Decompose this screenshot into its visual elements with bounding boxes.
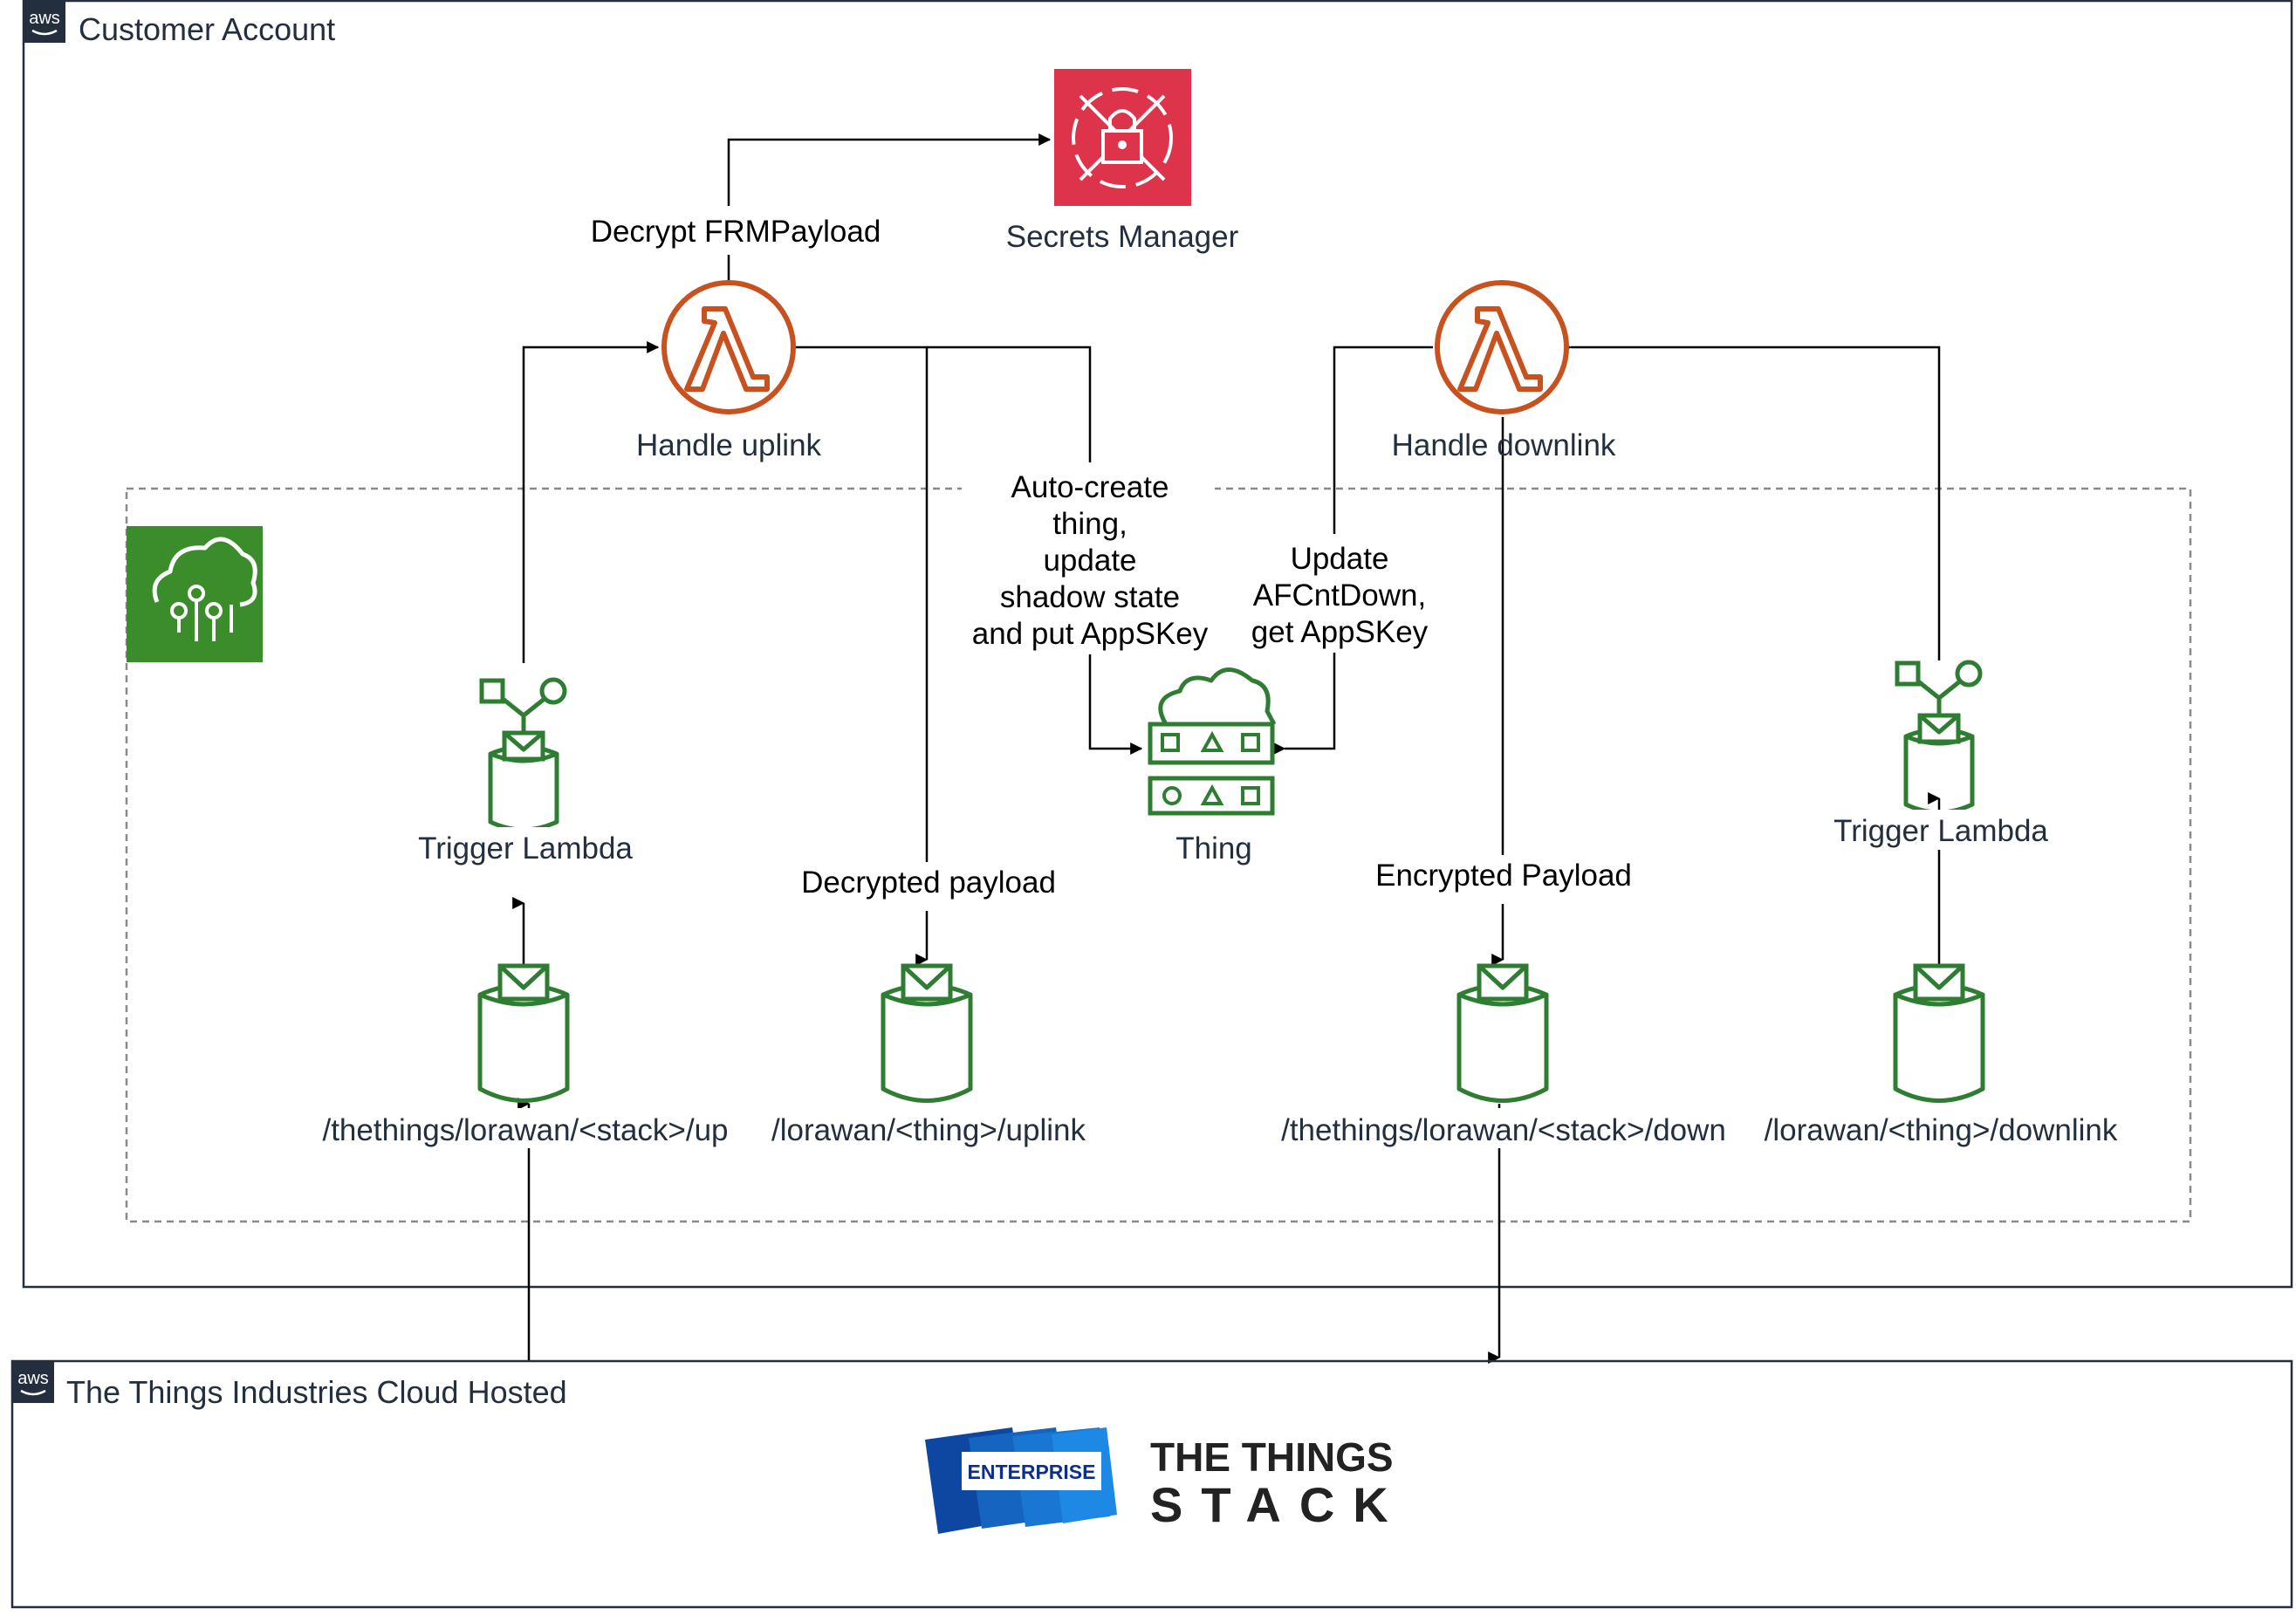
edge-label-decrypt: Decrypt FRMPayload xyxy=(591,215,881,249)
handle-downlink-label: Handle downlink xyxy=(1392,428,1616,462)
topic-stack-down-label: /thethings/lorawan/<stack>/down xyxy=(1281,1113,1726,1147)
svg-text:Auto-create: Auto-create xyxy=(1011,470,1169,504)
customer-account-title: Customer Account xyxy=(79,11,335,47)
svg-text:update: update xyxy=(1043,544,1136,578)
logo-badge-text: ENTERPRISE xyxy=(968,1461,1096,1483)
svg-text:shadow state: shadow state xyxy=(1000,580,1180,614)
iot-topic-icon xyxy=(883,966,970,1101)
topic-thing-uplink-label: /lorawan/<thing>/uplink xyxy=(771,1113,1086,1147)
logo-line-1: THE THINGS xyxy=(1150,1434,1394,1480)
logo-line-2: STACK xyxy=(1150,1477,1407,1532)
secrets-manager-label: Secrets Manager xyxy=(1006,220,1239,254)
edge-label-decrypted-payload: Decrypted payload xyxy=(801,866,1056,900)
edge-rule-to-uplink-lambda xyxy=(522,341,660,663)
tti-cloud-group: The Things Industries Cloud Hosted xyxy=(10,1359,2293,1609)
lambda-icon xyxy=(664,283,793,412)
iot-topic-icon xyxy=(1459,966,1546,1101)
trigger-lambda-right-label: Trigger Lambda xyxy=(1833,814,2048,848)
iot-rule-icon xyxy=(482,680,565,830)
lambda-icon xyxy=(1437,283,1566,412)
iot-topic-icon xyxy=(480,966,567,1101)
svg-text:AFCntDown,: AFCntDown, xyxy=(1253,578,1426,612)
topic-thing-downlink-label: /lorawan/<thing>/downlink xyxy=(1765,1113,2118,1147)
thing-label: Thing xyxy=(1175,831,1252,866)
trigger-lambda-left-label: Trigger Lambda xyxy=(418,831,633,866)
edge-rule-to-downlink-lambda xyxy=(1559,341,1941,660)
aws-badge-icon xyxy=(22,0,67,44)
iot-rule-icon xyxy=(1897,662,1980,812)
edge-label-encrypted-payload: Encrypted Payload xyxy=(1375,859,1632,893)
iot-topic-icon xyxy=(1895,966,1983,1101)
svg-text:and put AppSKey: and put AppSKey xyxy=(972,617,1209,651)
topic-stack-up-label: /thethings/lorawan/<stack>/up xyxy=(322,1113,728,1147)
tti-cloud-title: The Things Industries Cloud Hosted xyxy=(66,1374,567,1410)
svg-text:Update: Update xyxy=(1291,542,1389,576)
edge-label-auto-create: Auto-create thing, update shadow state a… xyxy=(972,470,1209,651)
iot-thing-icon xyxy=(1148,667,1277,816)
svg-text:thing,: thing, xyxy=(1052,507,1127,541)
aws-badge-icon xyxy=(10,1359,56,1405)
customer-account-group: Customer Account xyxy=(22,0,2293,1289)
svg-text:get AppSKey: get AppSKey xyxy=(1251,615,1429,649)
edge-label-update-afcntdown: Update AFCntDown, get AppSKey xyxy=(1251,542,1429,649)
handle-uplink-label: Handle uplink xyxy=(636,428,822,462)
the-things-stack-logo: ENTERPRISE THE THINGS STACK xyxy=(925,1427,1407,1534)
iot-core-icon xyxy=(127,526,263,662)
secrets-manager-icon xyxy=(1054,69,1191,206)
